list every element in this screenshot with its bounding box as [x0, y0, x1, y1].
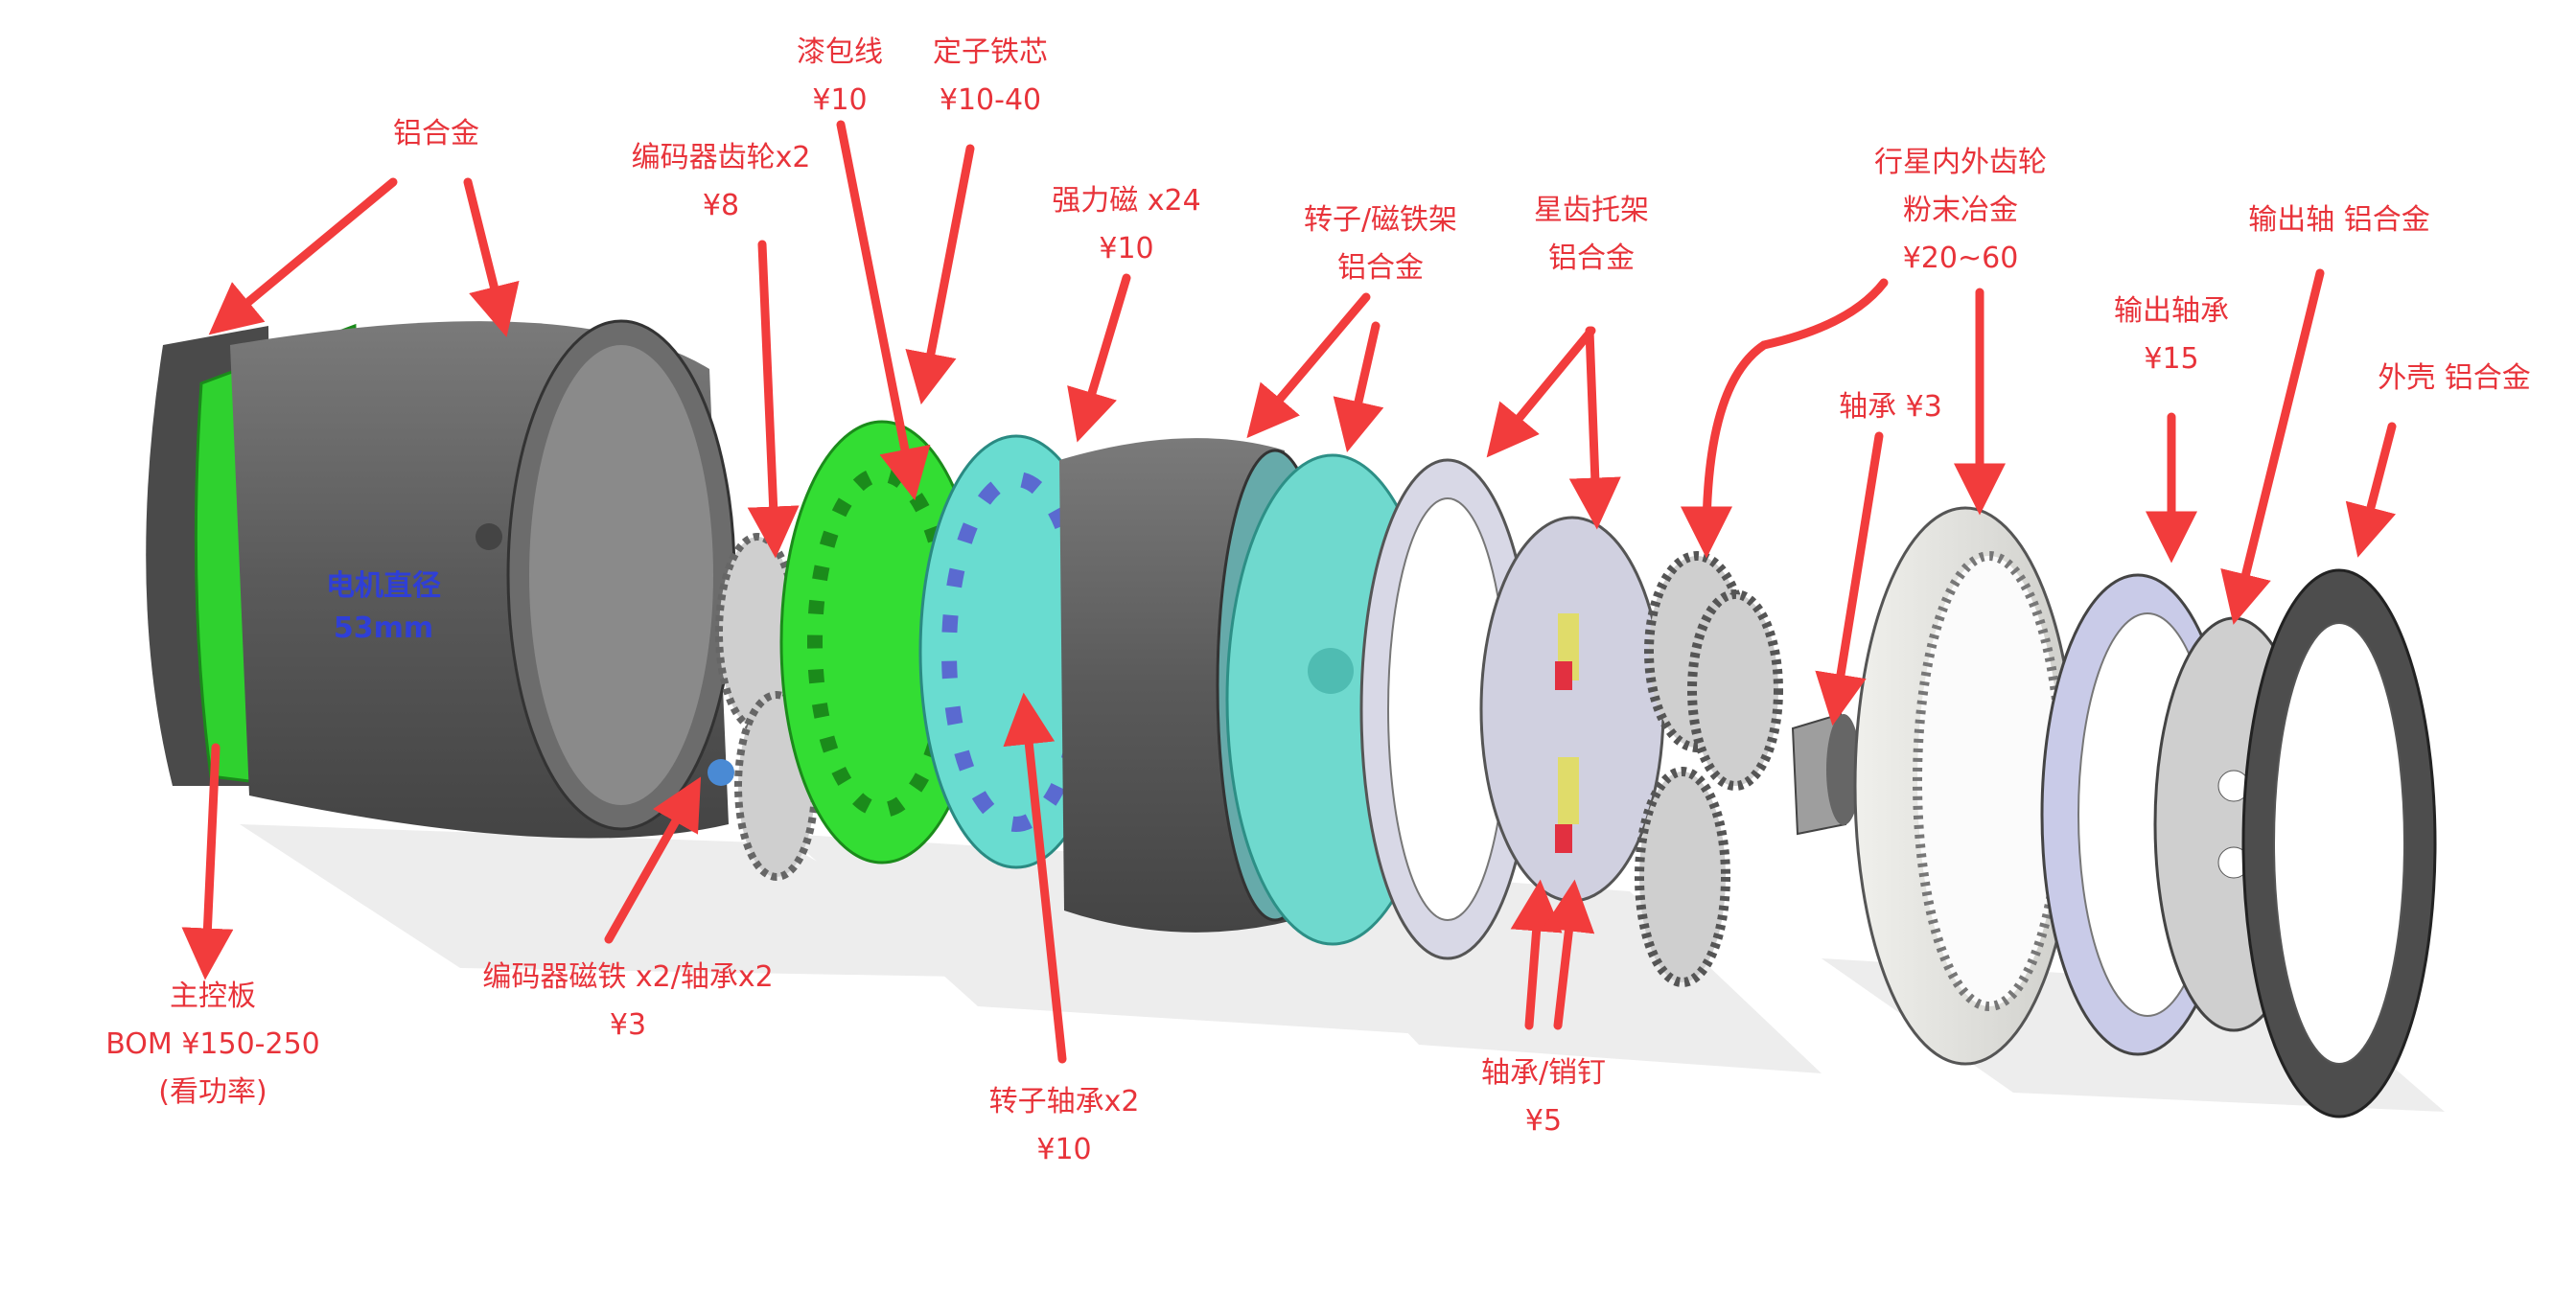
- label-planet-gear: 行星内外齿轮粉末冶金¥20~60: [1874, 146, 2047, 275]
- shell-ring: [2241, 568, 2437, 1118]
- small-bearing: [1791, 712, 1861, 836]
- label-output-bearing: 输出轴承¥15: [2114, 294, 2229, 376]
- label-bearing-pin: 轴承/销钉¥5: [1480, 1056, 1607, 1138]
- planet-gears: [1635, 551, 1783, 987]
- label-planet-carrier: 星齿托架铝合金: [1534, 194, 1649, 275]
- label-encoder-gear: 编码器齿轮x2¥8: [631, 141, 811, 222]
- label-output-shaft: 输出轴 铝合金: [2248, 203, 2430, 237]
- callout-arrows: [181, 120, 2397, 1064]
- label-rotor-bearing: 转子轴承x2¥10: [988, 1085, 1140, 1166]
- label-enameled-wire: 漆包线¥10: [797, 35, 883, 117]
- motor-housing: [230, 319, 736, 839]
- planet-carrier: [1479, 516, 1665, 903]
- label-rotor-holder: 转子/磁铁架铝合金: [1303, 203, 1458, 285]
- label-stator-core: 定子铁芯¥10-40: [933, 35, 1048, 117]
- thin-ring: [1359, 458, 1536, 960]
- label-encoder-magnet: 编码器磁铁 x2/轴承x2¥3: [482, 960, 774, 1042]
- label-bearing: 轴承 ¥3: [1839, 390, 1942, 424]
- label-shell: 外壳 铝合金: [2378, 361, 2531, 395]
- label-magnet: 强力磁 x24¥10: [1052, 184, 1201, 265]
- label-alloy-left: 铝合金: [393, 117, 479, 150]
